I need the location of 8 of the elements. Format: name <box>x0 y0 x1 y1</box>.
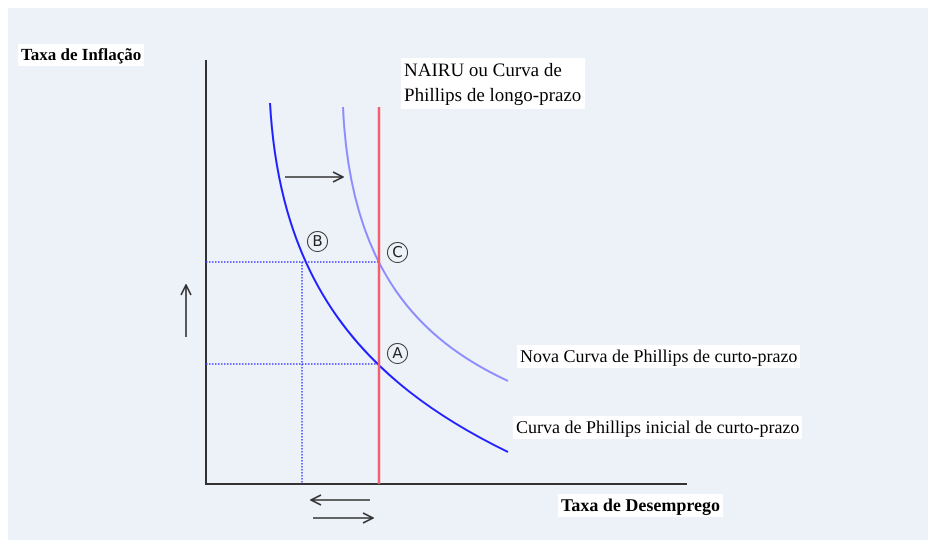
axis-title: Taxa de Desemprego <box>558 494 723 517</box>
curve-label: Nova Curva de Phillips de curto-prazo <box>517 345 800 368</box>
curve-label: Curva de Phillips inicial de curto-prazo <box>513 416 802 439</box>
axis-title: Taxa de Inflação <box>18 44 144 66</box>
point-label: C <box>387 242 408 263</box>
curve-label: NAIRU ou Curva de Phillips de longo-prazo <box>401 58 585 110</box>
point-label: A <box>387 343 408 364</box>
point-label: B <box>307 231 328 252</box>
